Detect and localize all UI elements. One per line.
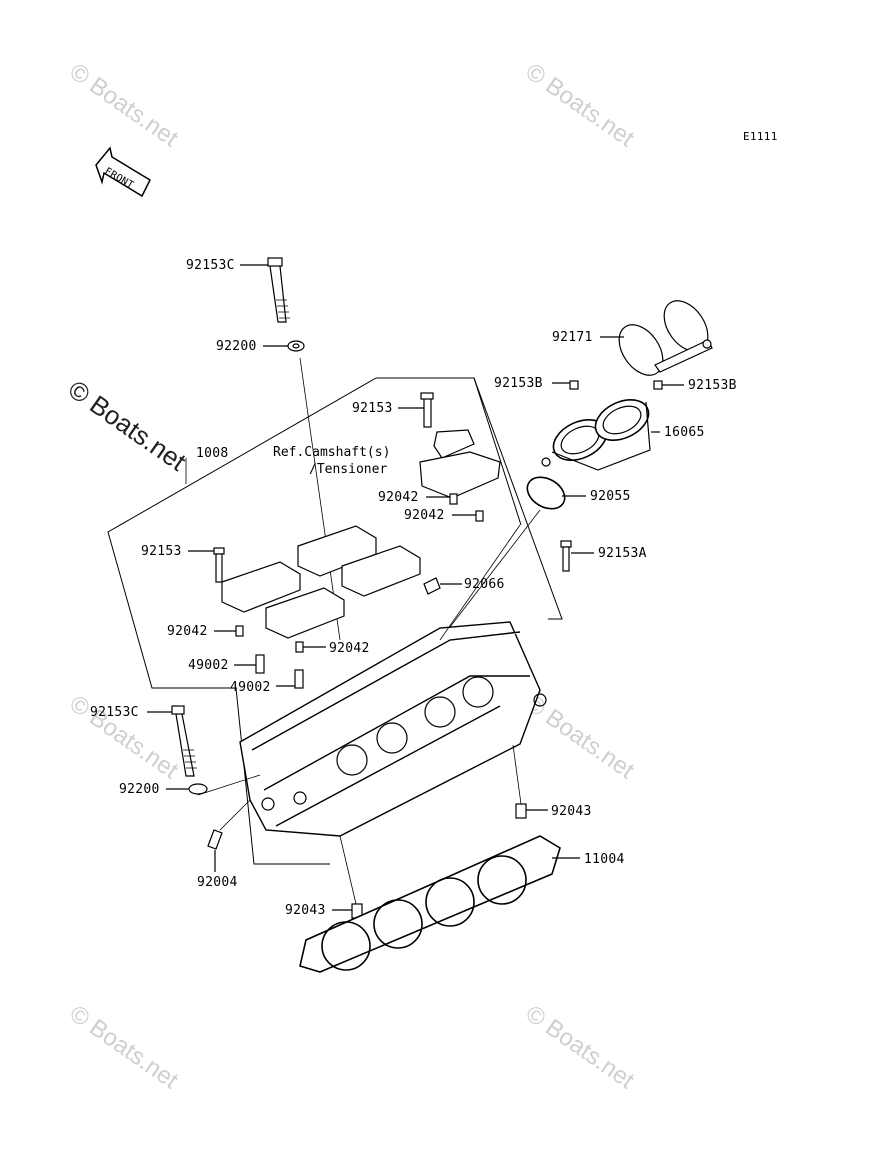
cylinder-head [239, 621, 541, 837]
part-16065: 16065 [664, 425, 705, 440]
head-gasket-11004 [299, 835, 561, 973]
part-92055: 92055 [590, 489, 631, 504]
part-92043-right: 92043 [551, 804, 592, 819]
reference-note-line2: /Tensioner [309, 462, 388, 477]
clamp-92171 [618, 300, 713, 376]
diagram-code: E1111 [743, 130, 778, 143]
part-92200-bottom: 92200 [119, 782, 160, 797]
part-92004: 92004 [197, 875, 238, 890]
part-92042-b: 92042 [404, 508, 445, 523]
camshaft-caps [221, 525, 421, 639]
part-1008: 1008 [196, 446, 229, 461]
part-92153-left: 92153 [141, 544, 182, 559]
part-49002-a: 49002 [188, 658, 229, 673]
part-92043-left: 92043 [285, 903, 326, 918]
part-92153C-bottom: 92153C [90, 705, 139, 720]
part-92042-c: 92042 [167, 624, 208, 639]
part-49002-b: 49002 [230, 680, 271, 695]
holder-16065 [541, 399, 651, 471]
part-92153A: 92153A [598, 546, 647, 561]
reference-note-line1: Ref.Camshaft(s) [273, 445, 391, 460]
part-92066: 92066 [464, 577, 505, 592]
part-92153-upper: 92153 [352, 401, 393, 416]
bolt-92153C-top [267, 257, 290, 323]
part-92042-a: 92042 [378, 490, 419, 505]
part-92153B-right: 92153B [688, 378, 737, 393]
part-92200-top: 92200 [216, 339, 257, 354]
front-arrow-icon [95, 146, 151, 198]
part-92153C-top: 92153C [186, 258, 235, 273]
part-11004: 11004 [584, 852, 625, 867]
part-92153B-left: 92153B [494, 376, 543, 391]
part-92042-d: 92042 [329, 641, 370, 656]
part-92171: 92171 [552, 330, 593, 345]
